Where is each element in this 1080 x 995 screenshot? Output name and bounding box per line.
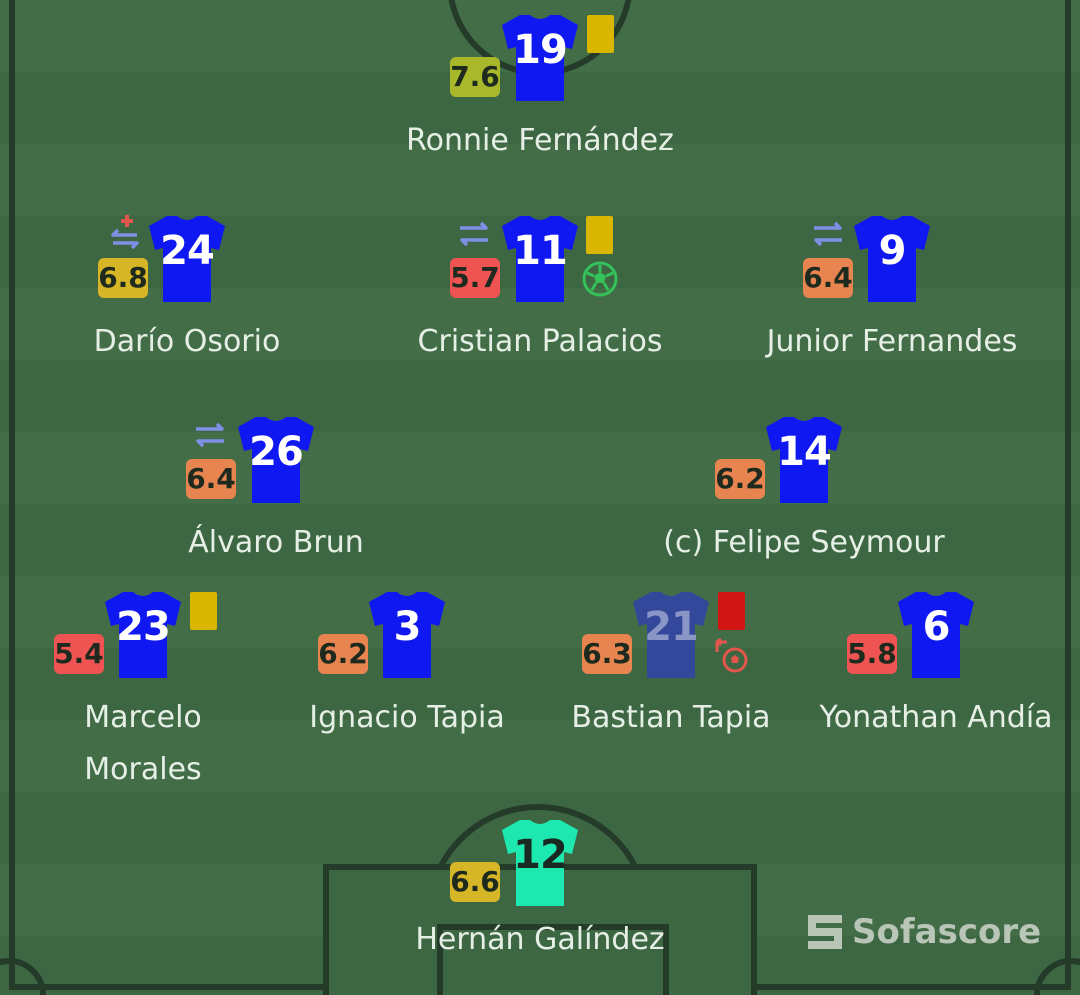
- shirt-number: 11: [513, 228, 568, 274]
- player-name: Cristian Palacios: [417, 324, 663, 359]
- shirt-icon: 26: [238, 417, 314, 503]
- own-goal-icon: [715, 638, 748, 673]
- shirt-number: 3: [393, 604, 422, 650]
- shirt-number: 21: [644, 604, 699, 650]
- player-name: (c) Felipe Seymour: [663, 525, 945, 560]
- yellow-card-icon: [190, 592, 217, 630]
- shirt-icon: 19: [502, 15, 578, 101]
- shirt-icon: 14: [766, 417, 842, 503]
- shirt-icon: 3: [369, 592, 445, 678]
- shirt-number: 12: [513, 832, 568, 878]
- shirt-number: 26: [249, 429, 304, 475]
- shirt-number: 24: [160, 228, 215, 274]
- player-rating: 6.2: [715, 459, 765, 499]
- substitution-icon: [460, 221, 488, 247]
- yellow-card-icon: [586, 216, 613, 254]
- shirt-number: 23: [116, 604, 171, 650]
- shirt-icon: 11: [502, 216, 578, 302]
- injury-substitution-icon: [111, 215, 139, 249]
- shirt-icon: 12: [502, 820, 578, 906]
- shirt-number: 19: [513, 27, 568, 73]
- shirt-number: 6: [922, 604, 951, 650]
- player-name: Álvaro Brun: [188, 525, 364, 560]
- shirt-icon: 9: [854, 216, 930, 302]
- player-rating: 6.6: [450, 862, 500, 902]
- logo-text: Sofascore: [852, 912, 1042, 952]
- player-rating: 6.4: [803, 258, 853, 298]
- player-rating: 6.8: [98, 258, 148, 298]
- player-name: Hernán Galíndez: [415, 922, 665, 957]
- shirt-number: 9: [878, 228, 907, 274]
- red-card-icon: [718, 592, 745, 630]
- player-name: Yonathan Andía: [819, 700, 1053, 735]
- shirt-icon: 21: [633, 592, 709, 678]
- player-name: Junior Fernandes: [766, 324, 1018, 359]
- player-rating: 7.6: [450, 57, 500, 97]
- substitution-icon: [196, 422, 224, 448]
- shirt-icon: 24: [149, 216, 225, 302]
- player-rating: 6.3: [582, 634, 632, 674]
- player-name-line1: Marcelo: [84, 700, 202, 735]
- player-name-line2: Morales: [84, 752, 202, 787]
- player-rating: 6.4: [186, 459, 236, 499]
- player-name: Marcelo Morales: [84, 692, 202, 796]
- substitution-icon: [814, 221, 842, 247]
- yellow-card-icon: [587, 15, 614, 53]
- shirt-icon: 6: [898, 592, 974, 678]
- shirt-number: 14: [777, 429, 832, 475]
- player-name: Ronnie Fernández: [406, 123, 674, 158]
- player-rating: 5.4: [54, 634, 104, 674]
- player-name: Darío Osorio: [93, 324, 281, 359]
- shirt-icon: 23: [105, 592, 181, 678]
- player-rating: 6.2: [318, 634, 368, 674]
- sofascore-logo-icon: [808, 915, 842, 949]
- goal-box: [437, 924, 669, 995]
- player-rating: 5.7: [450, 258, 500, 298]
- player-rating: 5.8: [847, 634, 897, 674]
- goal-ball-icon: [582, 261, 618, 297]
- player-name: Bastian Tapia: [571, 700, 771, 735]
- player-name: Ignacio Tapia: [309, 700, 505, 735]
- sofascore-logo: Sofascore: [808, 912, 1041, 952]
